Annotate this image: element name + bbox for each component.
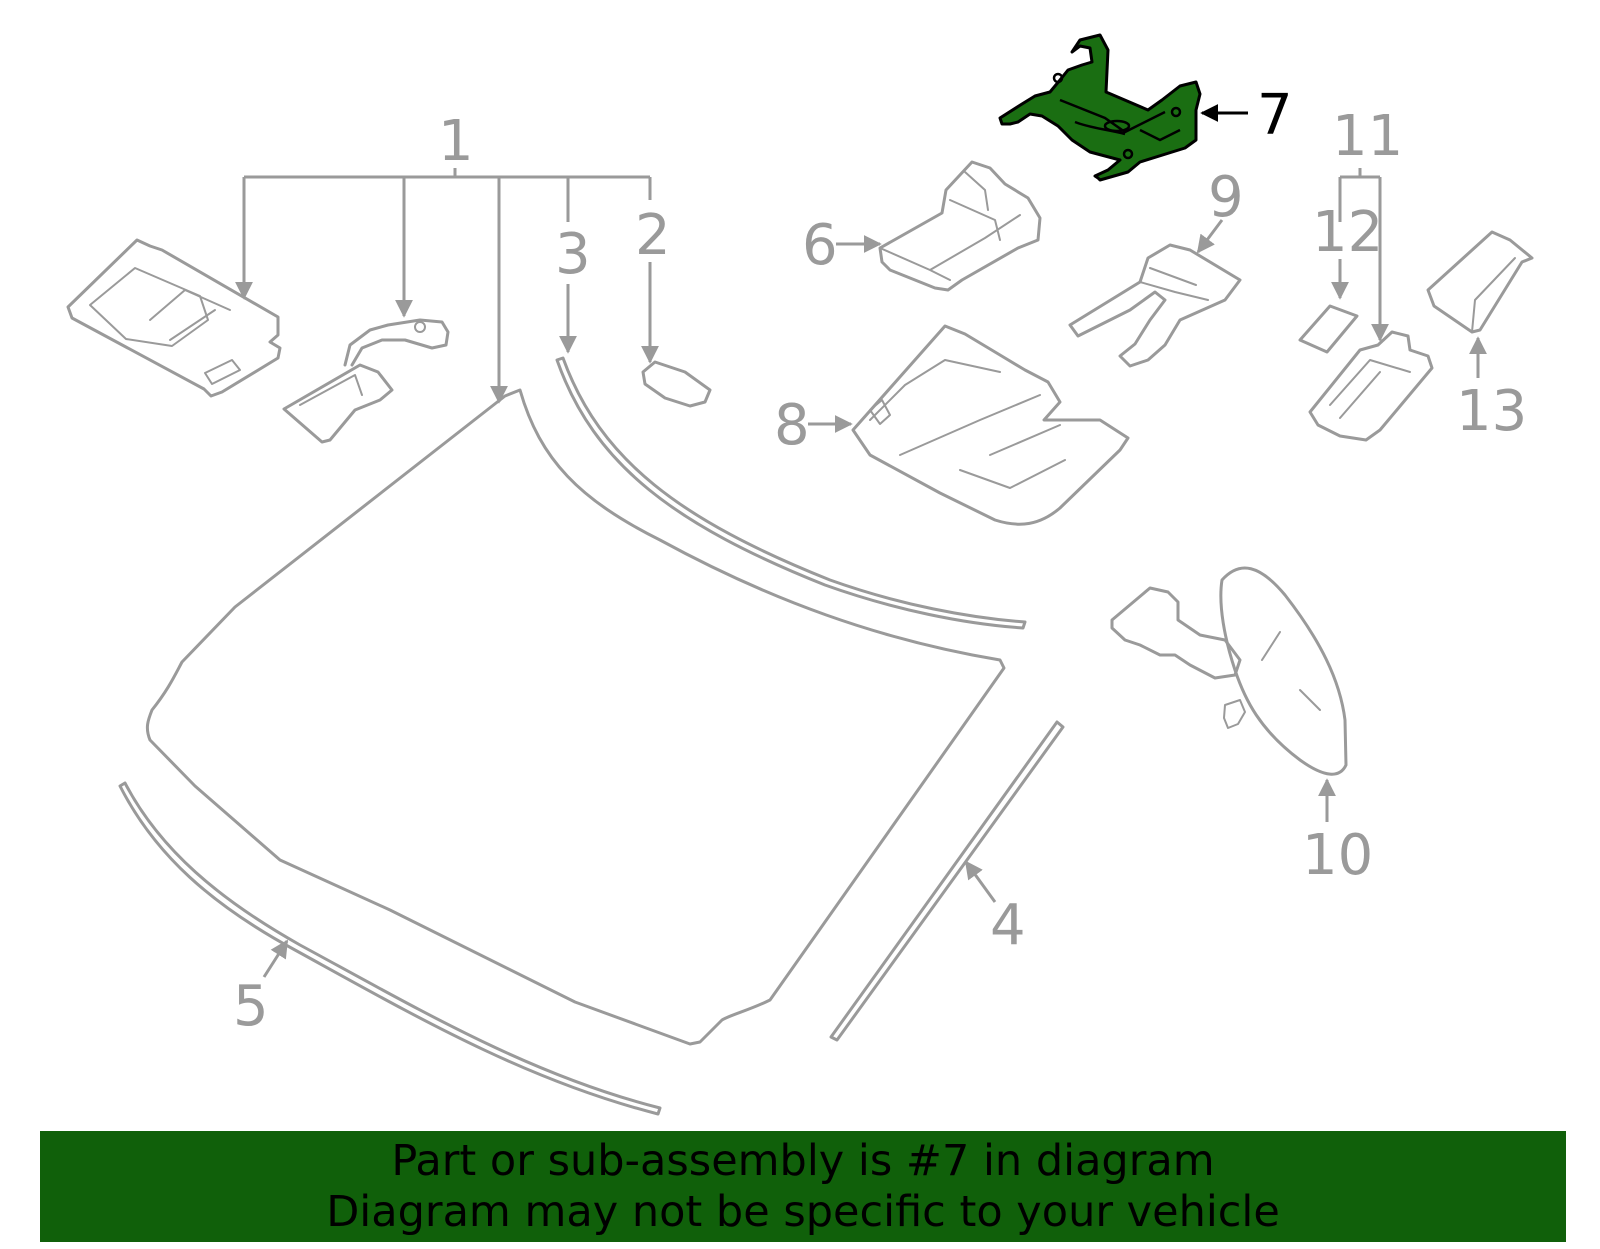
notice-banner: Part or sub-assembly is #7 in diagram Di… xyxy=(40,1131,1566,1242)
windshield-glass xyxy=(145,388,1006,1046)
part-13-trim: 13 xyxy=(1426,230,1534,444)
part-8-overhead-console: 8 xyxy=(774,324,1130,526)
callout-10-label: 10 xyxy=(1302,823,1373,888)
callout-9-label: 9 xyxy=(1208,165,1244,230)
part-1-camera-bracket xyxy=(66,238,282,398)
callout-11-group: 11 xyxy=(1332,104,1403,342)
callout-1-label: 1 xyxy=(438,109,474,174)
callout-4-label: 4 xyxy=(990,893,1026,958)
part-4-side-molding: 4 xyxy=(829,720,1065,1042)
callout-5-label: 5 xyxy=(233,974,269,1039)
part-1-sensor-mount xyxy=(282,318,450,444)
callout-1-group: 1 xyxy=(235,109,652,404)
callout-12-label: 12 xyxy=(1312,200,1383,265)
callout-7-label: 7 xyxy=(1257,83,1293,148)
callout-6-label: 6 xyxy=(802,213,838,278)
part-12-cover: 12 xyxy=(1298,200,1383,354)
part-5-lower-molding: 5 xyxy=(118,781,662,1116)
part-7-highlighted-bracket: 7 xyxy=(998,33,1293,182)
part-9-bracket: 9 xyxy=(1068,165,1244,368)
banner-line-2: Diagram may not be specific to your vehi… xyxy=(326,1186,1280,1237)
callout-8-label: 8 xyxy=(774,393,810,458)
part-10-rearview-mirror: 10 xyxy=(1110,566,1373,888)
callout-3-label: 3 xyxy=(555,222,591,287)
part-6-control-module: 6 xyxy=(802,160,1042,292)
part-11-lamp xyxy=(1308,330,1434,442)
part-3-top-molding: 3 xyxy=(555,222,1027,630)
callout-13-label: 13 xyxy=(1456,379,1527,444)
banner-line-1: Part or sub-assembly is #7 in diagram xyxy=(391,1135,1215,1186)
callout-11-label: 11 xyxy=(1332,104,1403,169)
callout-2-label: 2 xyxy=(635,203,671,268)
part-2-cover: 2 xyxy=(635,203,712,408)
